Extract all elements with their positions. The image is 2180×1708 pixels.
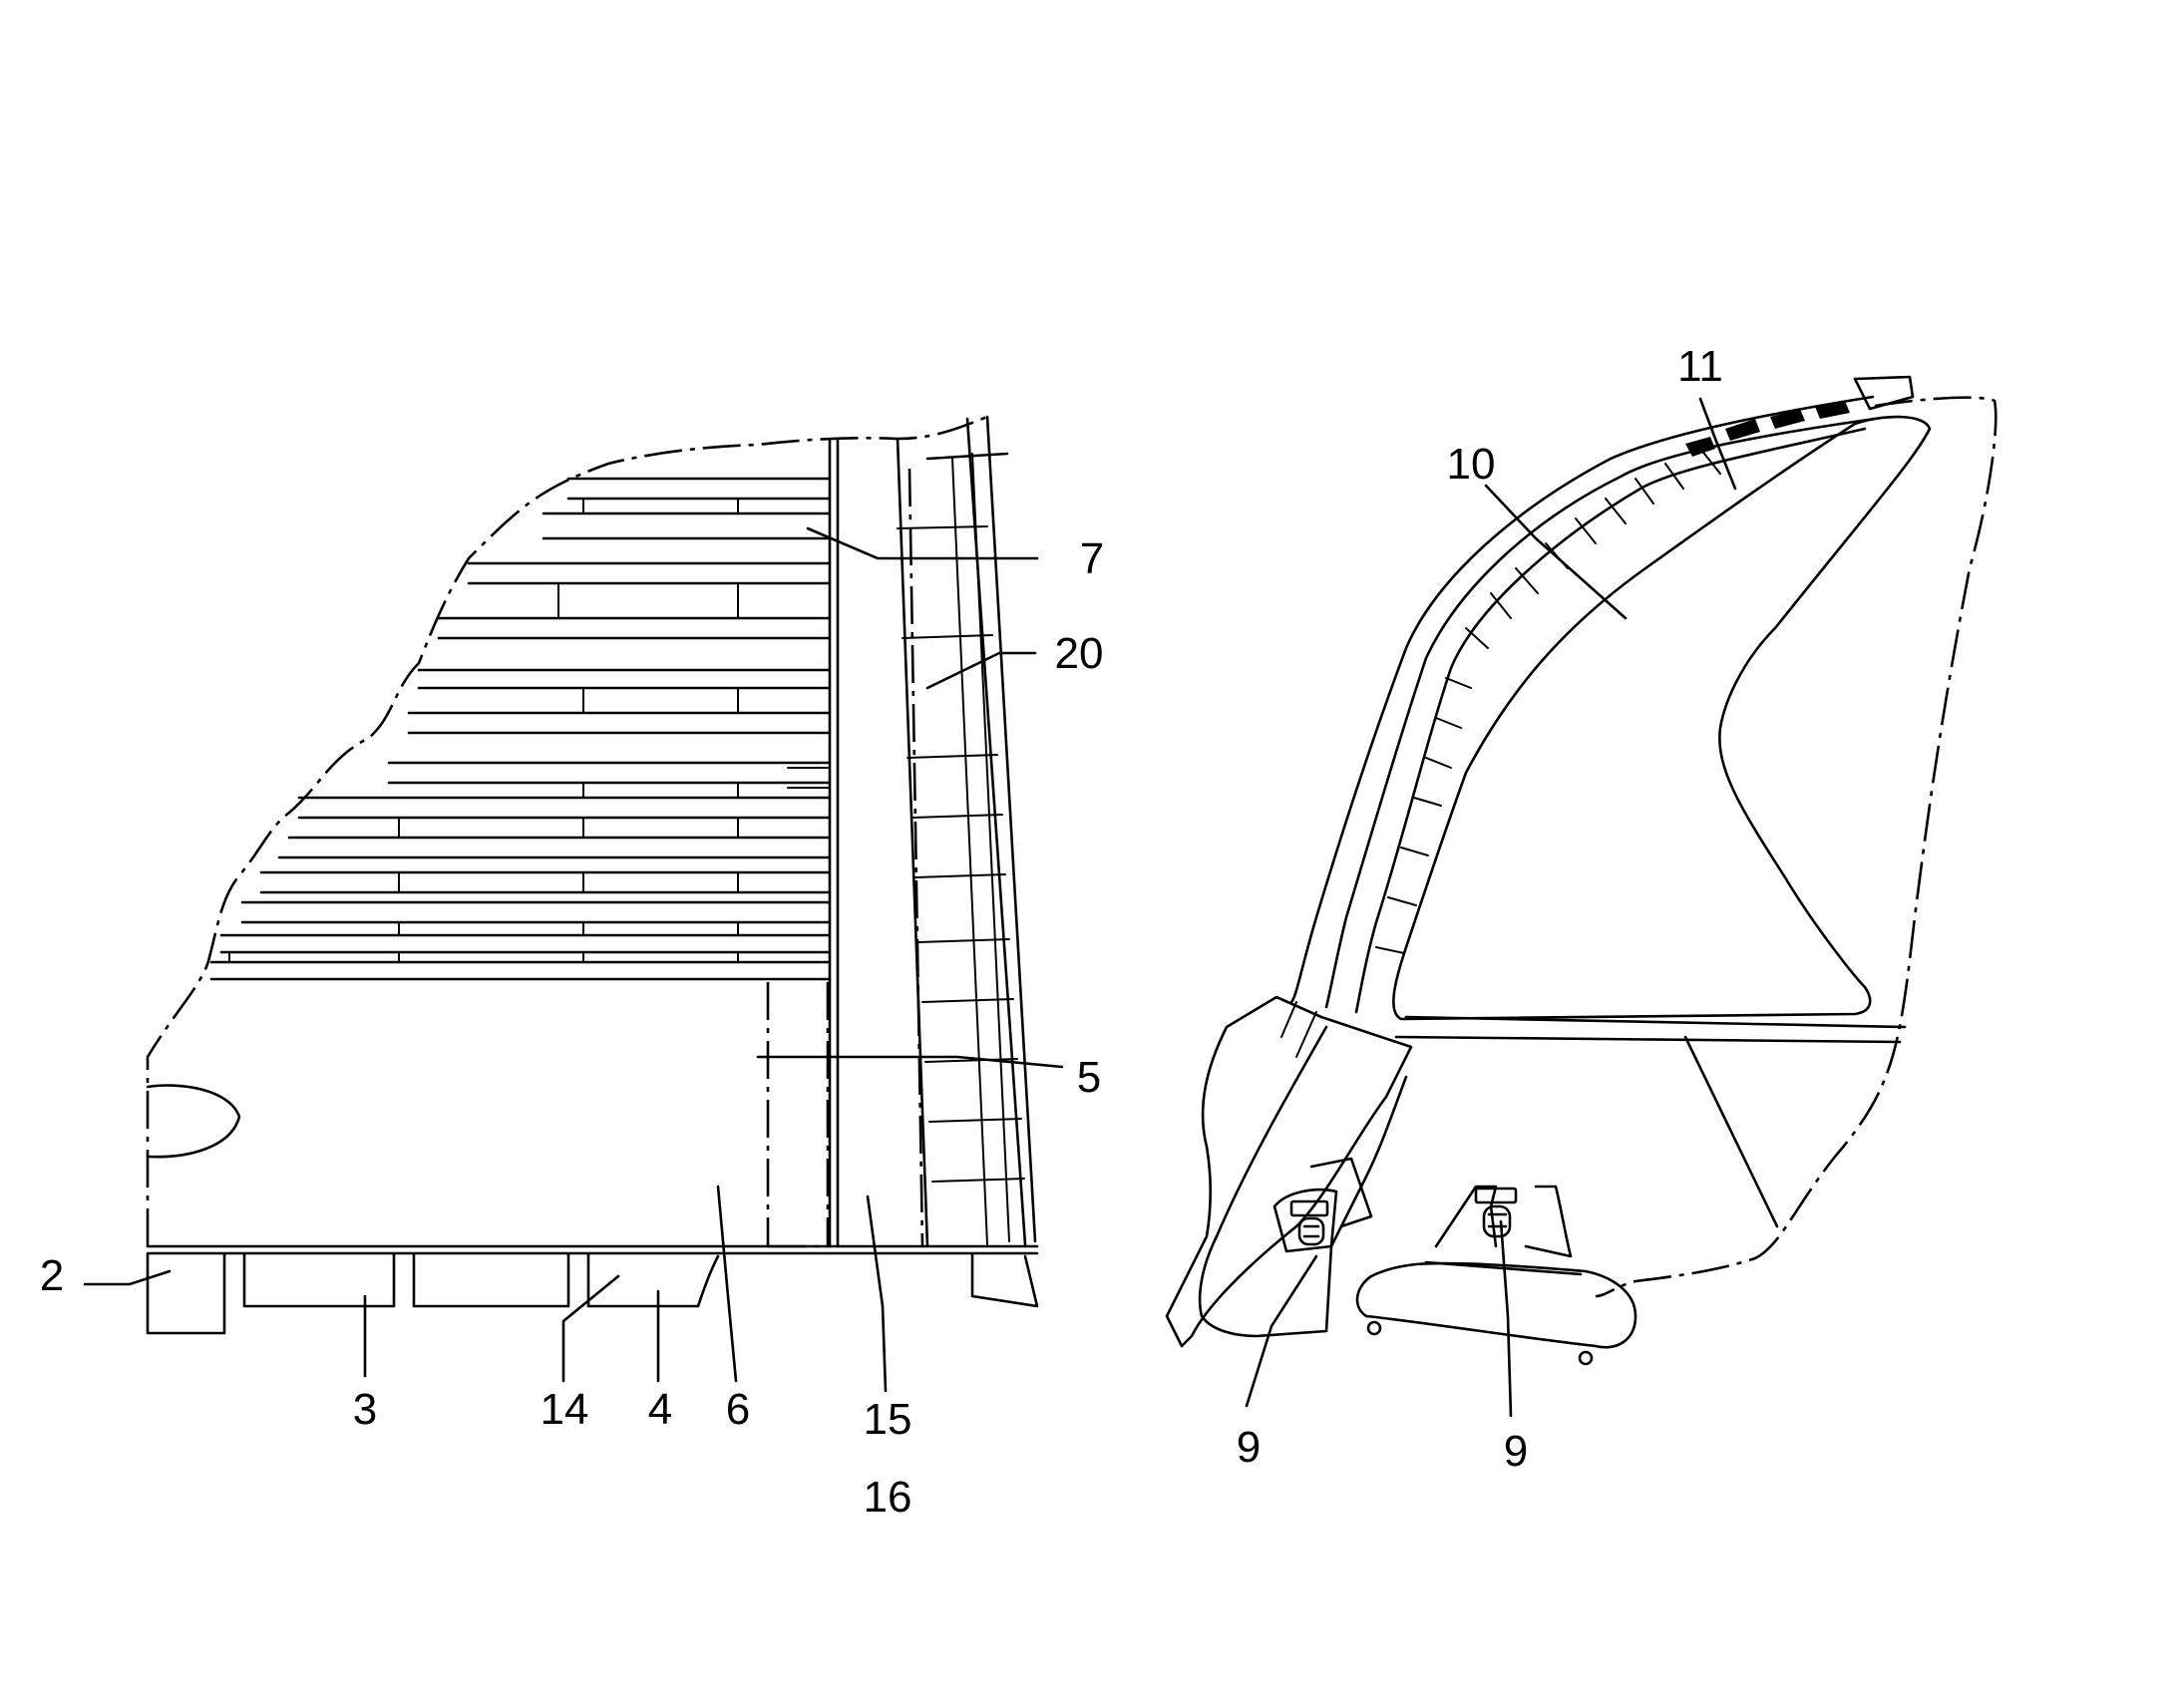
left-wall-panel-assembly (83, 415, 1064, 1393)
vertical-trim-strip (897, 452, 1025, 1247)
callout-labels: 2 3 14 4 6 15 16 7 20 5 10 11 9 9 (40, 342, 1723, 1522)
callout-2: 2 (40, 1251, 64, 1300)
callout-6: 6 (726, 1385, 750, 1434)
callout-14: 14 (541, 1385, 589, 1434)
seat-belt-anchor-left (1272, 1188, 1338, 1253)
callout-3: 3 (353, 1385, 377, 1434)
callout-9-left: 9 (1237, 1423, 1261, 1472)
right-side-panel-assembly (1165, 375, 1998, 1418)
callout-11: 11 (1677, 342, 1723, 391)
callout-7: 7 (1080, 534, 1104, 583)
callout-4: 4 (648, 1385, 672, 1434)
callout-10: 10 (1447, 440, 1496, 489)
lower-pillar (1165, 995, 1413, 1348)
callout-15: 15 (864, 1395, 912, 1444)
lower-panel (146, 982, 1039, 1255)
base-brackets (146, 1252, 1039, 1335)
callout-20: 20 (1055, 629, 1104, 678)
roof-rail (1289, 375, 1915, 1014)
callout-5: 5 (1077, 1053, 1101, 1102)
horizontal-slats (209, 477, 832, 981)
callout-16: 16 (864, 1473, 912, 1522)
right-leader-lines (1245, 397, 1737, 1418)
callout-9-right: 9 (1504, 1427, 1528, 1476)
seat-belt-anchor-right (1355, 1185, 1637, 1366)
left-leader-lines (83, 526, 1064, 1393)
quarter-panel (1392, 415, 1932, 1228)
